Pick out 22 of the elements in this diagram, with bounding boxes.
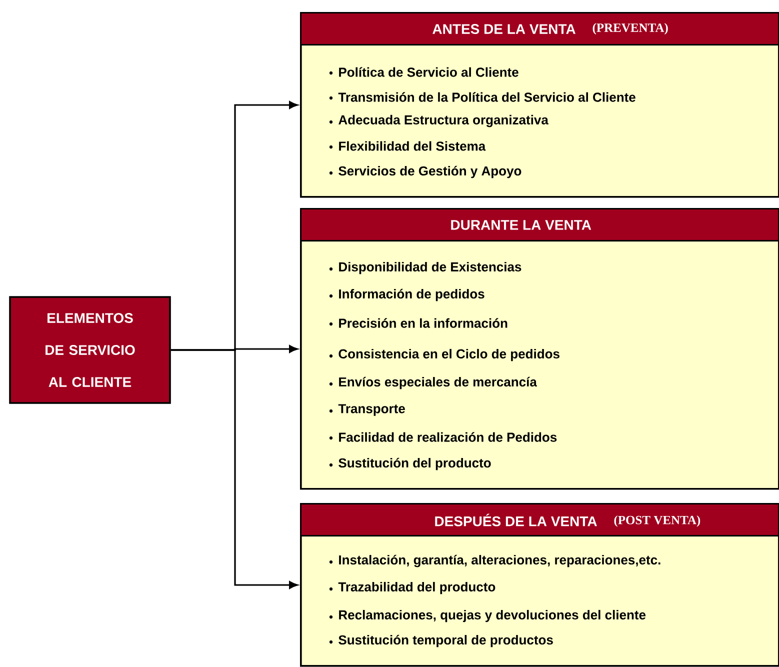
list-item: Política de Servicio al Cliente bbox=[329, 67, 518, 77]
list-item: Servicios de Gestión y Apoyo bbox=[329, 166, 522, 178]
list-item: Trazabilidad del producto bbox=[329, 582, 496, 594]
list-item: Envíos especiales de mercancía bbox=[329, 376, 537, 390]
list-item: Disponibilidad de Existencias bbox=[329, 262, 522, 274]
list-item: Sustitución del producto bbox=[329, 458, 491, 470]
list-item: Consistencia en el Ciclo de pedidos bbox=[329, 348, 560, 362]
list-item: Información de pedidos bbox=[329, 288, 484, 302]
list-item: Transporte bbox=[329, 404, 405, 416]
header-band: DURANTE LA VENTA bbox=[300, 208, 779, 242]
list-item: Sustitución temporal de productos bbox=[329, 634, 553, 648]
list-item: Facilidad de realización de Pedidos bbox=[329, 432, 557, 442]
list-item: Adecuada Estructura organizativa bbox=[329, 114, 548, 128]
title-box: ELEMENTOS DE SERVICIO AL CLIENTE bbox=[9, 296, 171, 404]
header-band: DESPUÉS DE LA VENTA (POST VENTA) bbox=[300, 503, 779, 536]
list-item: Reclamaciones, quejas y devoluciones del cliente bbox=[329, 610, 646, 622]
list-item: Instalación, garantía, alteraciones, reparaciones,etc. bbox=[329, 554, 660, 568]
list-item: Transmisión de la Política del Servicio al Cliente bbox=[329, 92, 636, 102]
header-band: ANTES DE LA VENTA (PREVENTA) bbox=[300, 12, 779, 46]
list-item: Flexibilidad del Sistema bbox=[329, 141, 486, 151]
arrow bbox=[170, 349, 298, 589]
list-item: Precisión en la información bbox=[329, 318, 508, 328]
